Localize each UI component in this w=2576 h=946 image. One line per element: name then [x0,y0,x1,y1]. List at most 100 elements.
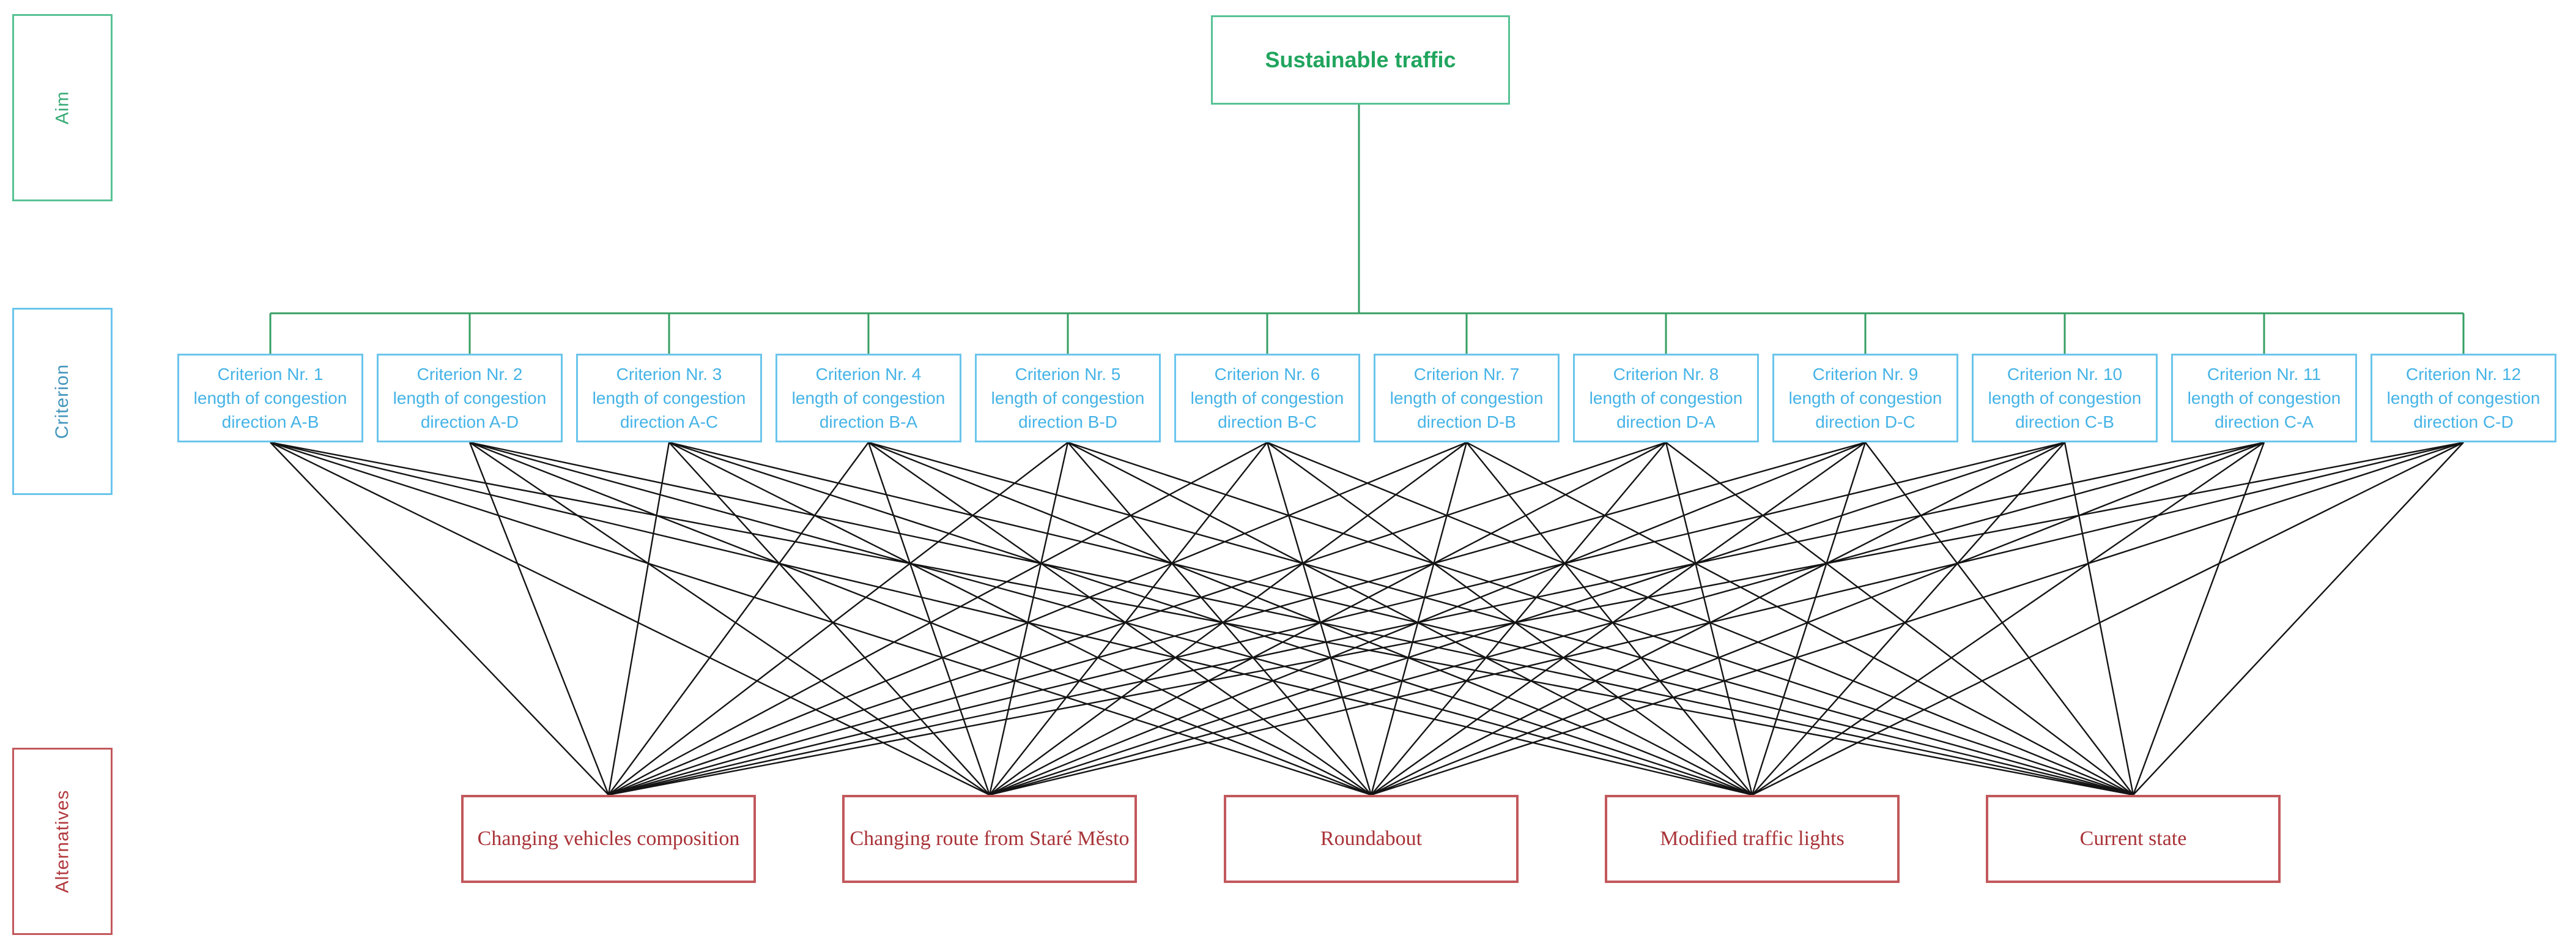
edge [469,441,1372,796]
aim-node: Sustainable traffic [1211,15,1510,105]
criterion-title: Criterion Nr. 9 [1812,365,1919,384]
criterion-direction: direction D-A [1616,412,1715,431]
edge [2133,442,2464,795]
criterion-title: Criterion Nr. 3 [616,365,722,384]
criterion-title: Criterion Nr. 2 [416,365,523,384]
edge [2063,442,2134,795]
edge [1266,442,1372,795]
edge [1752,441,2464,796]
criterion-subtitle: length of congestion [2386,389,2541,408]
criterion-node: Criterion Nr. 2 length of congestion dir… [377,354,563,442]
edge [668,441,1753,796]
edge [270,441,990,796]
criterion-title: Criterion Nr. 7 [1413,365,1520,384]
criterion-node: Criterion Nr. 5 length of congestion dir… [975,354,1161,442]
alternative-label: Changing vehicles composition [477,827,740,850]
edge [1067,442,1372,795]
edge [1370,442,1468,795]
edge [469,441,1753,796]
edge [1371,441,2265,796]
edge [1371,442,1667,795]
alternative-label: Modified traffic lights [1660,827,1845,850]
edge [867,442,991,795]
criterion-title: Criterion Nr. 11 [2207,365,2322,384]
criterion-subtitle: length of congestion [393,389,547,408]
alternative-node: Changing route from Staré Město [842,795,1137,883]
criterion-title: Criterion Nr. 10 [2007,365,2123,384]
edge [1466,442,1753,795]
criterion-direction: direction B-C [1218,412,1317,431]
edge [608,442,869,795]
criterion-node: Criterion Nr. 12 length of congestion di… [2371,354,2556,442]
criterion-title: Criterion Nr. 8 [1613,365,1719,384]
edge [1267,441,2134,796]
alternative-node: Roundabout [1224,795,1519,883]
edge [469,441,2134,796]
edge [988,442,1069,795]
criterion-level-label-box: Criterion [12,308,113,495]
edge [608,441,1467,796]
criterion-direction: direction D-C [1815,412,1915,431]
edge [989,441,1866,796]
criterion-subtitle: length of congestion [991,389,1145,408]
criterion-title: Criterion Nr. 4 [815,365,922,384]
criterion-direction: direction C-D [2413,412,2514,431]
criterion-node: Criterion Nr. 1 length of congestion dir… [177,354,363,442]
edge [1067,441,2134,796]
edge [868,441,2134,796]
edge [607,442,670,795]
edge [868,442,1372,795]
alternative-node: Changing vehicles composition [461,795,756,883]
aim-criteria-connectors [269,101,2465,355]
edge [1752,442,2065,795]
edge [608,441,2464,796]
edge [1267,442,1753,795]
edge [989,442,1268,795]
criterion-subtitle: length of congestion [592,389,746,408]
edge [989,441,2464,796]
edge [608,441,1268,796]
edge [1466,441,2134,796]
edge [608,441,2265,796]
criterion-node: Criterion Nr. 11 length of congestion di… [2171,354,2357,442]
alternatives-level-label: Alternatives [52,789,72,893]
edge [2132,442,2265,795]
criterion-direction: direction C-B [2015,412,2114,431]
edge [1371,441,2065,796]
criterion-direction: direction D-B [1417,412,1516,431]
criterion-subtitle: length of congestion [2187,389,2341,408]
criterion-subtitle: length of congestion [193,389,347,408]
alternatives-level-label-box: Alternatives [12,748,113,935]
criterion-node: Criterion Nr. 6 length of congestion dir… [1174,354,1360,442]
edge [1665,442,1753,795]
criterion-subtitle: length of congestion [1190,389,1344,408]
edge [668,441,1372,796]
criterion-direction: direction C-A [2215,412,2314,431]
edge [608,441,2065,796]
edge [1371,441,2464,796]
aim-node-title: Sustainable traffic [1265,47,1456,72]
aim-level-label: Aim [51,91,72,125]
criterion-node: Criterion Nr. 10 length of congestion di… [1972,354,2158,442]
edge [469,442,990,795]
edge [608,442,1068,795]
edge [868,441,1753,796]
criterion-subtitle: length of congestion [1988,389,2142,408]
edge [1865,442,2134,795]
edge [1752,442,2265,795]
criterion-title: Criterion Nr. 6 [1214,365,1320,384]
criterion-node: Criterion Nr. 3 length of congestion dir… [576,354,762,442]
edge [608,441,1667,796]
edge [1751,442,1867,795]
criterion-direction: direction A-B [221,412,319,431]
edge [989,441,2265,796]
edge [1067,441,1753,796]
criterion-node: Criterion Nr. 9 length of congestion dir… [1772,354,1958,442]
alternative-label: Current state [2079,827,2187,850]
criterion-level-label: Criterion [52,363,72,439]
edge [989,442,1467,795]
alternative-label: Roundabout [1320,827,1423,850]
criterion-direction: direction B-A [819,412,918,431]
